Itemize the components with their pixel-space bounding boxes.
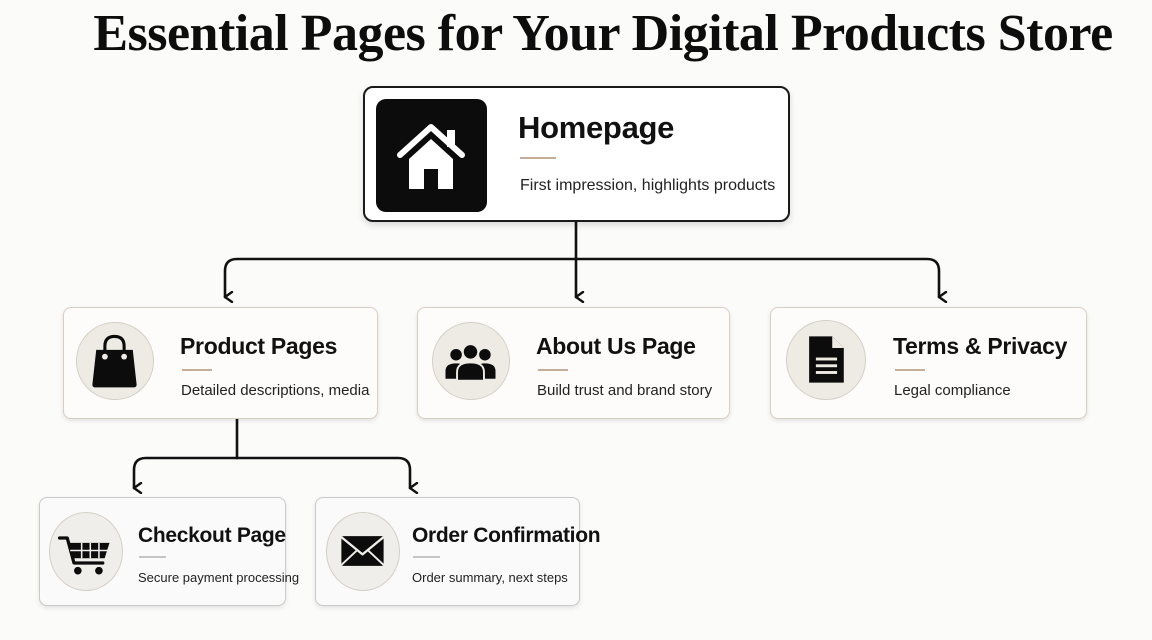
terms-privacy-accent-line <box>895 369 925 371</box>
homepage-node[interactable]: Homepage First impression, highlights pr… <box>363 86 790 222</box>
envelope-icon <box>340 536 385 566</box>
homepage-title: Homepage <box>518 110 675 145</box>
document-icon <box>809 336 844 383</box>
homepage-accent-line <box>520 157 556 159</box>
about-us-title: About Us Page <box>536 333 696 359</box>
checkout-description: Secure payment processing <box>138 570 300 585</box>
product-pages-icon-circle <box>76 322 154 400</box>
checkout-accent-line <box>139 556 166 558</box>
homepage-connectors <box>223 220 939 297</box>
edge-homepage-product-pages <box>223 257 578 297</box>
shopping-cart-icon <box>57 536 110 575</box>
about-us-icon-circle <box>432 322 510 400</box>
checkout-node[interactable]: Checkout Page Secure payment processing <box>39 497 299 606</box>
order-confirmation-description: Order summary, next steps <box>412 570 568 585</box>
edge-homepage-terms-privacy <box>574 257 939 297</box>
product-pages-description: Detailed descriptions, media <box>181 382 370 399</box>
product-pages-connectors <box>132 416 410 488</box>
terms-privacy-title: Terms & Privacy <box>893 333 1068 359</box>
about-us-description: Build trust and brand story <box>537 382 713 399</box>
diagram-title: Essential Pages for Your Digital Product… <box>93 5 1113 62</box>
checkout-icon-circle <box>49 512 123 591</box>
checkout-title: Checkout Page <box>138 524 286 547</box>
edge-product-pages-checkout <box>132 456 239 488</box>
order-confirmation-icon-circle <box>326 512 400 591</box>
homepage-description: First impression, highlights products <box>520 177 776 194</box>
edge-product-pages-order-confirmation <box>235 456 410 488</box>
terms-privacy-icon-circle <box>786 320 866 400</box>
shopping-bag-icon <box>92 334 137 388</box>
terms-privacy-description: Legal compliance <box>894 382 1011 399</box>
order-confirmation-accent-line <box>413 556 440 558</box>
about-us-accent-line <box>538 369 568 371</box>
product-pages-node[interactable]: Product Pages Detailed descriptions, med… <box>63 307 378 419</box>
people-group-icon <box>445 343 496 382</box>
terms-privacy-node[interactable]: Terms & Privacy Legal compliance <box>770 307 1087 419</box>
order-confirmation-node[interactable]: Order Confirmation Order summary, next s… <box>315 497 601 606</box>
order-confirmation-title: Order Confirmation <box>412 524 601 547</box>
product-pages-accent-line <box>182 369 212 371</box>
house-icon <box>376 99 487 212</box>
about-us-node[interactable]: About Us Page Build trust and brand stor… <box>417 307 730 419</box>
product-pages-title: Product Pages <box>180 333 338 359</box>
